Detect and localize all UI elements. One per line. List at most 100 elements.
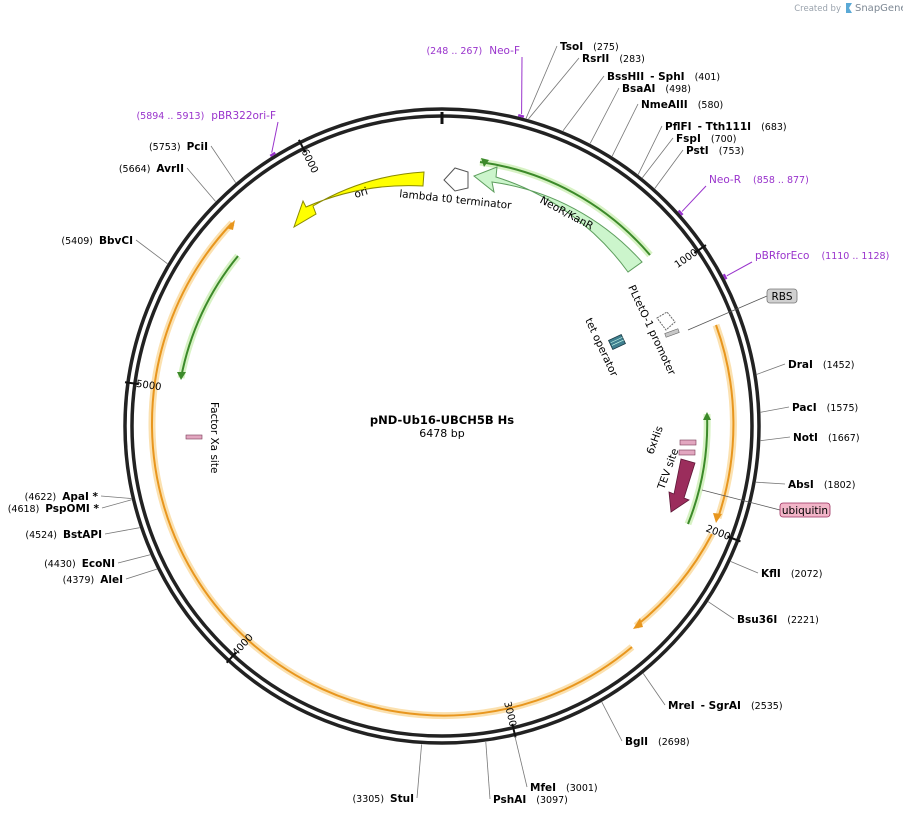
site-name: AbsI [788,479,814,491]
site-name: BssHII [607,71,644,83]
site-leader-line [514,736,528,788]
primer-name: pBR322ori-F [211,110,276,122]
scale-tick [727,535,741,543]
callout-ubiquitin[interactable]: ubiquitin [701,489,831,518]
primer-mark [722,273,728,280]
site-name: MreI [668,700,695,712]
site-name: PflFI [665,121,692,133]
site-leader-line [104,527,140,535]
site-leader-line [525,45,558,119]
site-leader-line [101,499,132,509]
primer-range: (1110 .. 1128) [821,251,889,262]
callout-ubiquitin-label: ubiquitin [782,505,828,517]
site-name: Bsu36I [737,614,777,626]
site-name: AvrII [156,163,184,175]
site-leader-line [186,167,216,202]
site-leader-line [755,481,786,485]
callout-rbs[interactable]: RBS [687,288,798,331]
site-position: (3001) [566,783,598,794]
site-name: BstAPI [63,529,102,541]
site-name: AleI [100,574,123,586]
site-name: EcoNI [82,558,115,570]
restriction-site-psti[interactable]: PstI(753) [654,145,744,189]
site-name: RsrII [582,53,609,65]
feature-6xhis-label: 6xHis [645,424,666,456]
restriction-site-mrei[interactable]: MreI- SgrAI(2535) [642,673,783,712]
scale-tick [511,723,517,738]
restriction-site-nmeaiii[interactable]: NmeAIII(580) [611,99,723,157]
site-leader-line [528,57,580,120]
site-position: (5409) [61,236,93,247]
site-name: NotI [793,432,818,444]
restriction-site-bsu36i[interactable]: Bsu36I (2221) [708,601,819,626]
restriction-site-fspi[interactable]: FspI(700) [642,133,736,178]
site-position: (2072) [791,569,823,580]
restriction-site-rsrii[interactable]: RsrII(283) [528,53,645,120]
plasmid-name: pND-Ub16-UBCH5B Hs [370,413,514,427]
restriction-site-apai[interactable]: ApaI * (4622) [25,491,132,503]
snapgene-credit[interactable]: Created by SnapGene [794,3,903,14]
site-position: (4622) [25,492,57,503]
restriction-site-bgli[interactable]: BglI(2698) [601,701,690,748]
feature-ori[interactable]: ori [293,171,425,229]
primer-mark [517,114,525,118]
primer-leader-line [726,261,753,277]
site-name: PshAI [493,794,526,806]
scale-tick-label: 5000 [135,379,162,393]
feature-ori-label: ori [353,185,370,200]
scale-tick [124,381,140,386]
restriction-site-tsoi[interactable]: TsoI(275) [525,41,619,119]
scale-tick-label: 1000 [673,247,700,270]
restriction-site-bsaai[interactable]: BsaAI(498) [589,83,691,144]
site-name: PacI [792,402,817,414]
restriction-site-mfei[interactable]: MfeI(3001) [514,736,598,794]
feature-ubiquitin[interactable] [668,458,696,513]
restriction-site-absi[interactable]: AbsI(1802) [755,479,855,491]
restriction-site-pspomi[interactable]: PspOMI *(4618) [8,499,132,515]
site-name-secondary: - SgrAI [701,700,741,712]
primer-range: (248 .. 267) [426,46,482,57]
primer-pbr322ori-f[interactable]: pBR322ori-F(5894 .. 5913) [136,110,279,158]
restriction-site-pflfi[interactable]: PflFI- Tth111I(683) [637,121,787,175]
plasmid-title-block: pND-Ub16-UBCH5B Hs 6478 bp [370,413,514,440]
restriction-site-bstapi[interactable]: BstAPI(4524) [25,527,140,541]
restriction-site-pcii[interactable]: PciI(5753) [149,141,237,183]
site-name: StuI [390,793,414,805]
restriction-site-drai[interactable]: DraI(1452) [756,359,855,375]
site-leader-line [117,554,151,564]
restriction-site-noti[interactable]: NotI(1667) [760,432,860,444]
restriction-site-pshai[interactable]: PshAI(3097) [485,741,568,806]
credit-created-by: Created by [794,4,841,14]
site-leader-line [416,744,422,799]
site-leader-line [611,103,639,157]
feature-promoter[interactable]: PLtetO-1 promoter [625,283,680,378]
feature-tet-operator[interactable]: tet operator [582,316,626,379]
site-name: ApaI * [62,491,98,503]
restriction-site-bsshii[interactable]: BssHII- SphI(401) [562,71,720,132]
restriction-site-kfli[interactable]: KflI(2072) [730,561,823,580]
restriction-site-avrii[interactable]: AvrII(5664) [119,163,216,202]
green-orfs [177,158,711,526]
site-position: (2221) [787,615,819,626]
site-name: BglI [625,736,648,748]
restriction-site-stui[interactable]: StuI(3305) [352,744,422,805]
site-leader-line [642,137,674,178]
site-leader-line [125,568,158,580]
primer-neo-r[interactable]: Neo-R(858 .. 877) [677,174,809,216]
site-name: NmeAIII [641,99,688,111]
feature-factor-xa[interactable]: Factor Xa site [185,402,220,473]
site-leader-line [654,149,684,189]
site-leader-line [485,741,491,800]
primer-leader-line [271,121,279,153]
scale-tick [693,244,707,254]
primer-neo-f[interactable]: Neo-F(248 .. 267) [426,45,525,118]
callout-rbs-label: RBS [772,291,793,303]
restriction-site-paci[interactable]: PacI(1575) [760,402,859,414]
site-name-secondary: - SphI [650,71,684,83]
restriction-site-econi[interactable]: EcoNI(4430) [44,554,151,570]
restriction-site-alei[interactable]: AleI(4379) [63,568,158,586]
site-name: PspOMI * [45,503,99,515]
primer-pbrforeco[interactable]: pBRforEco(1110 .. 1128) [722,250,890,280]
restriction-site-bbvci[interactable]: BbvCI(5409) [61,235,168,264]
